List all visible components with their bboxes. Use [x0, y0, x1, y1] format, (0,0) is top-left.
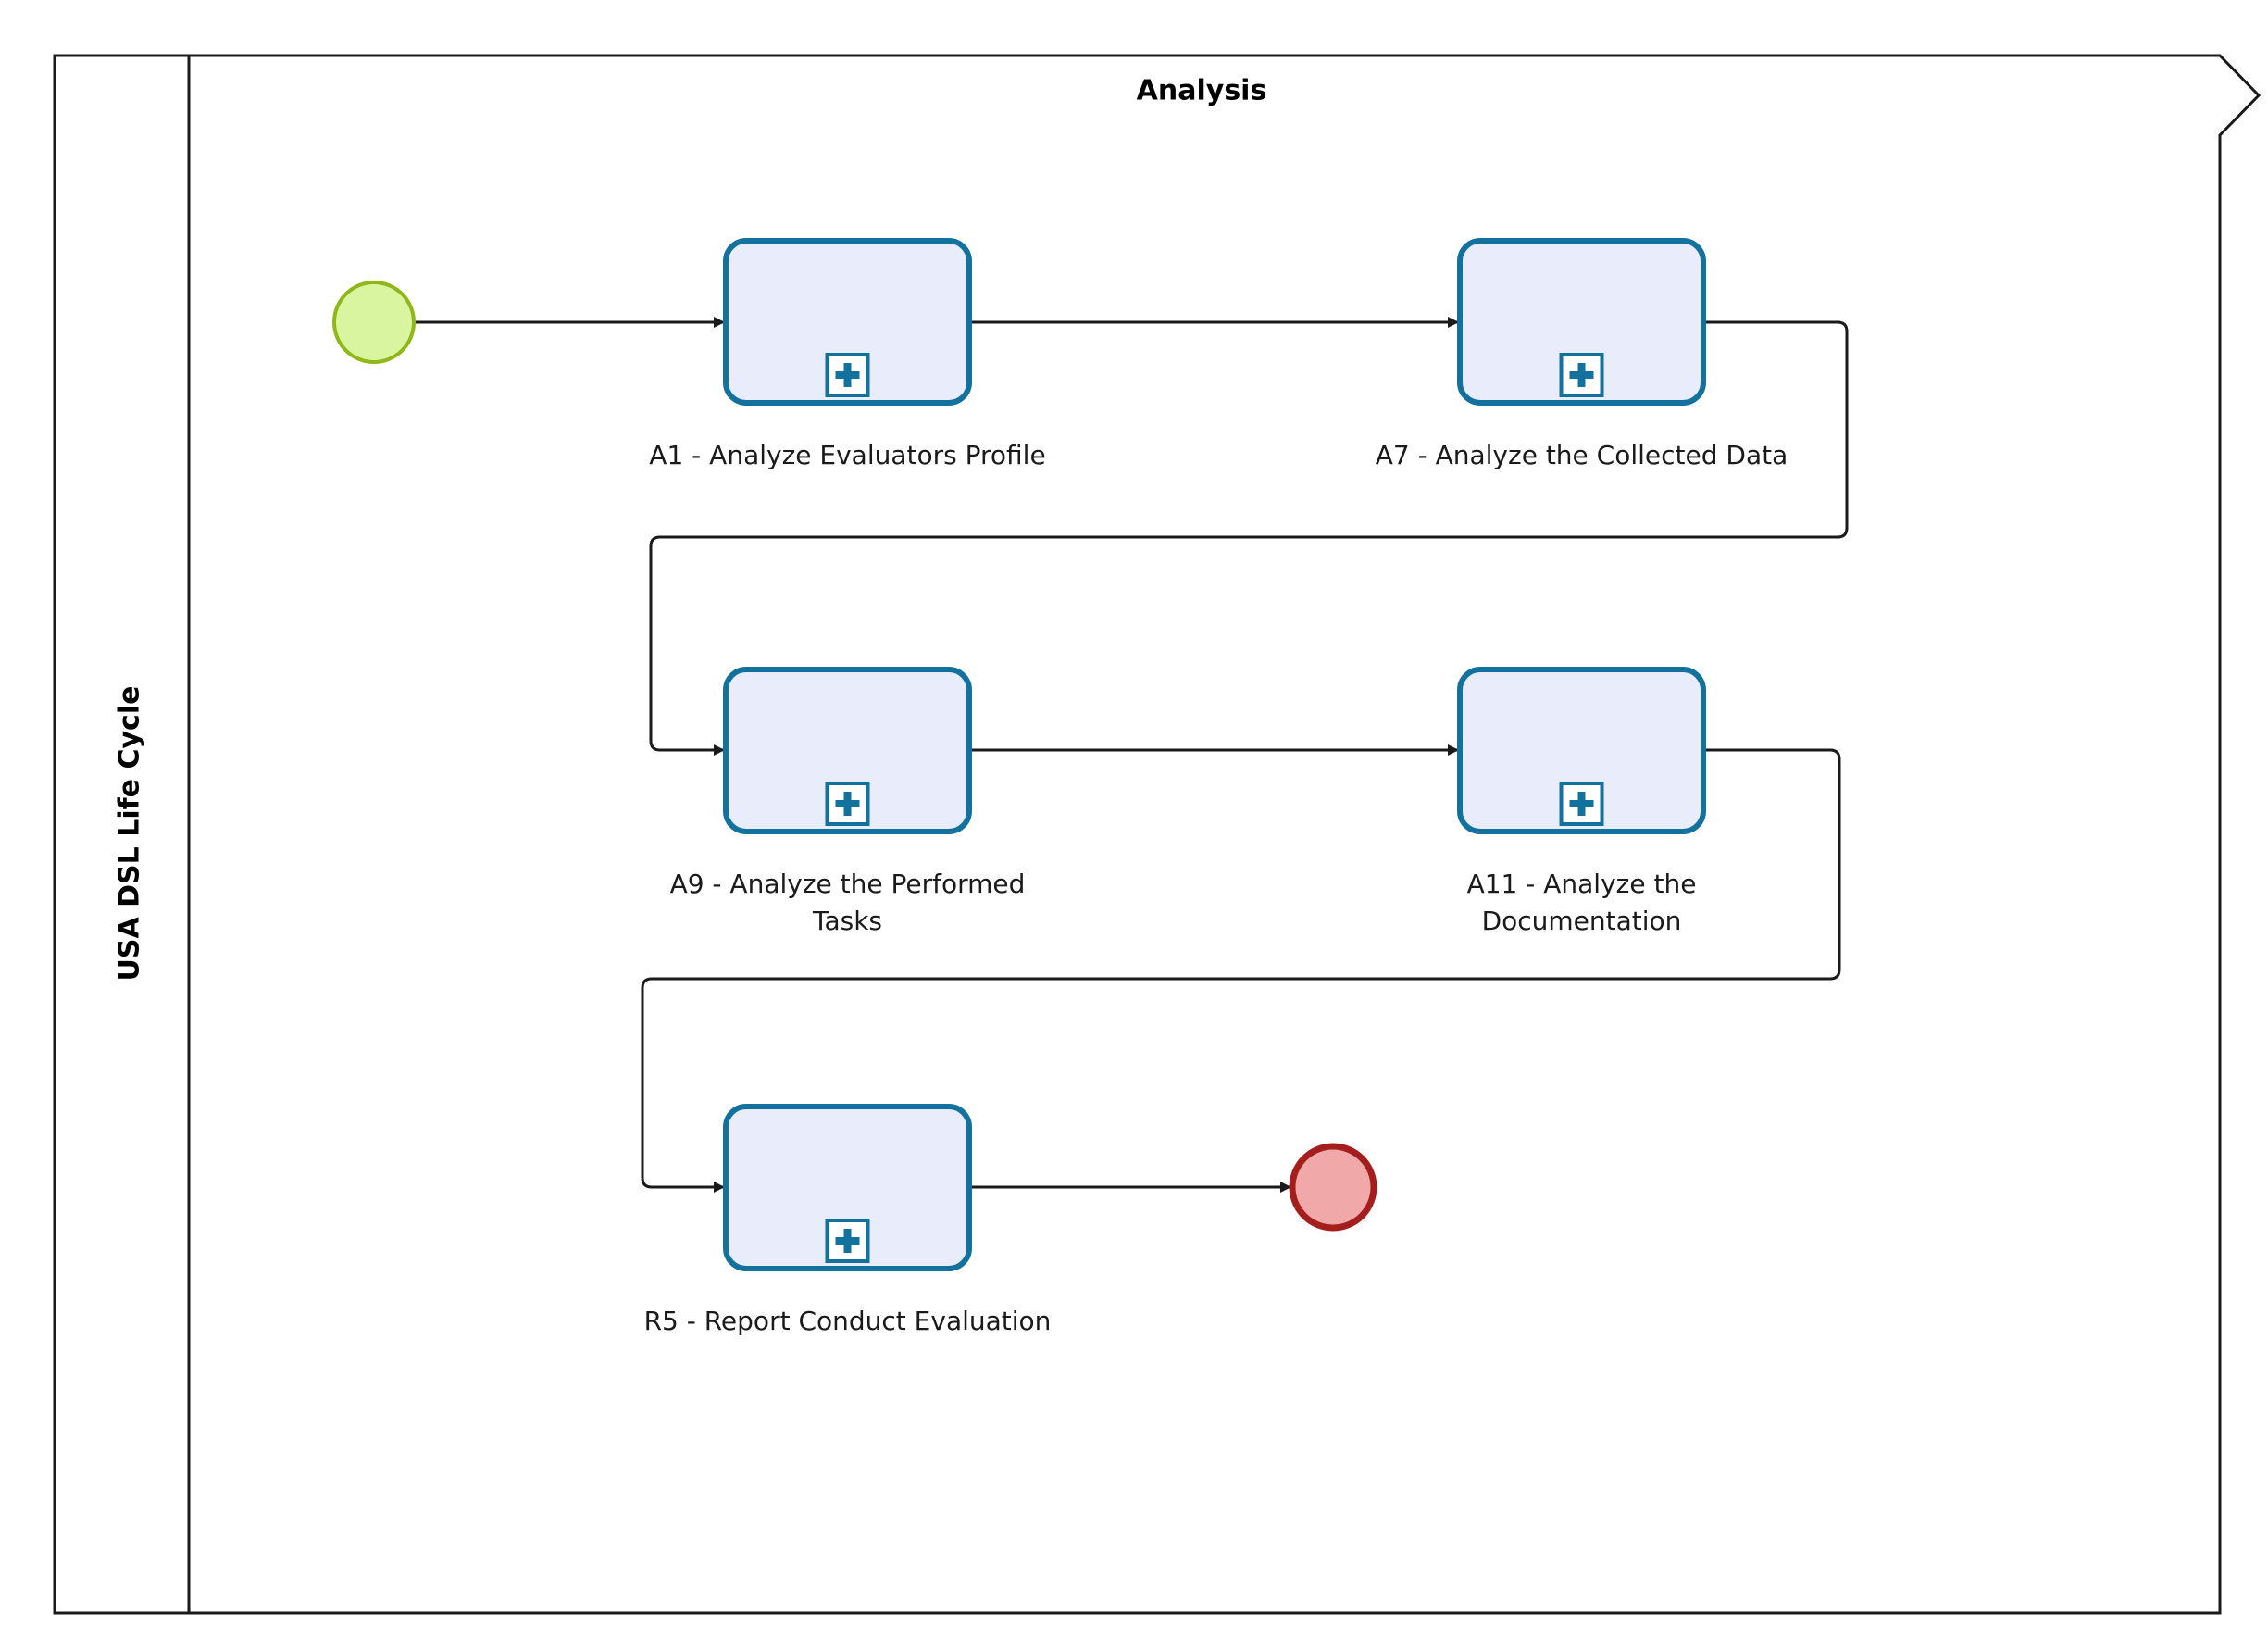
task-box[interactable] — [1457, 667, 1706, 834]
start-event[interactable] — [332, 281, 416, 364]
task-box[interactable] — [723, 667, 972, 834]
task-label-line: Documentation — [1482, 906, 1682, 936]
flow-a11-to-r5[interactable] — [641, 748, 1841, 1193]
flow-a7-to-a9[interactable] — [649, 320, 1849, 756]
task-box[interactable] — [1457, 238, 1706, 406]
lane-title: Analysis — [1137, 75, 1267, 107]
task-label-line: A11 - Analyze the — [1467, 869, 1697, 899]
subprocess-expand-icon[interactable] — [1559, 353, 1604, 397]
task-label-line: Tasks — [812, 906, 882, 936]
task-label-line: A1 - Analyze Evaluators Profile — [649, 440, 1045, 470]
task-a1[interactable]: A1 - Analyze Evaluators Profile — [649, 238, 1046, 470]
task-r5[interactable]: R5 - Report Conduct Evaluation — [644, 1104, 1052, 1336]
plus-icon-horizontal — [1569, 371, 1594, 379]
sequence-flows — [416, 317, 1849, 1193]
task-box[interactable] — [723, 238, 972, 406]
task-label-line: A7 - Analyze the Collected Data — [1376, 440, 1788, 470]
plus-icon-horizontal — [835, 1237, 860, 1245]
task-label-line: A9 - Analyze the Performed — [670, 869, 1026, 899]
plus-icon-horizontal — [835, 800, 860, 807]
end-event[interactable] — [1289, 1143, 1377, 1232]
plus-icon-horizontal — [1569, 800, 1594, 807]
task-label-line: R5 - Report Conduct Evaluation — [644, 1306, 1052, 1336]
plus-icon-horizontal — [835, 371, 860, 379]
task-a7[interactable]: A7 - Analyze the Collected Data — [1376, 238, 1788, 470]
tasks-layer: A1 - Analyze Evaluators Profile A7 - Anal… — [644, 238, 1788, 1336]
pool-label: USA DSL Life Cycle — [114, 686, 146, 982]
task-box[interactable] — [723, 1104, 972, 1271]
